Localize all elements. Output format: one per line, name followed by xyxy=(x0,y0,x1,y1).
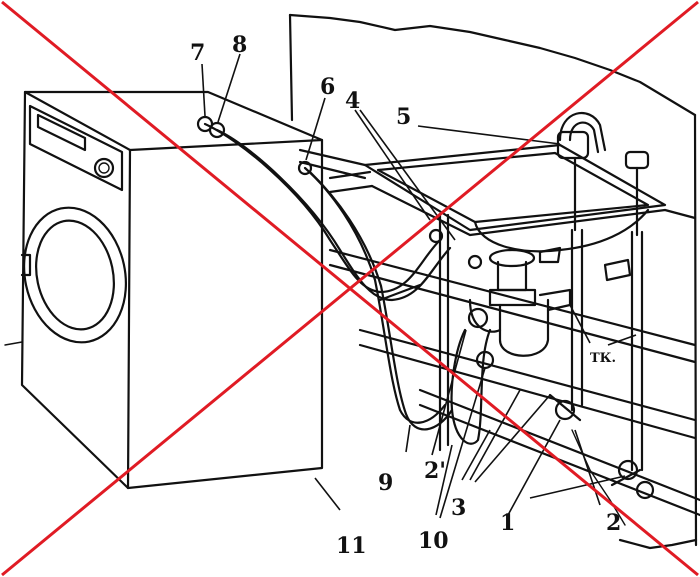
faucet xyxy=(556,111,650,237)
pipes xyxy=(328,213,700,526)
label-10: 10 xyxy=(418,528,449,554)
label-7: 7 xyxy=(190,40,205,66)
label-2-prime: 2' xyxy=(424,458,446,484)
label-tk: ТК. xyxy=(590,351,616,366)
wall xyxy=(288,13,698,550)
label-9: 9 xyxy=(378,470,393,496)
hoses xyxy=(196,115,492,445)
part-labels: 7 8 6 4 5 9 2' 3 10 1 2 11 ТК. xyxy=(190,32,621,559)
label-8: 8 xyxy=(232,32,247,58)
label-5: 5 xyxy=(396,104,411,130)
label-11: 11 xyxy=(336,533,367,559)
leader-lines xyxy=(201,53,637,519)
label-3: 3 xyxy=(451,495,466,521)
label-4: 4 xyxy=(345,88,360,114)
washing-machine xyxy=(4,90,324,490)
siphon xyxy=(467,248,572,357)
label-6: 6 xyxy=(320,74,335,100)
label-1: 1 xyxy=(500,510,515,536)
label-2: 2 xyxy=(606,510,621,536)
